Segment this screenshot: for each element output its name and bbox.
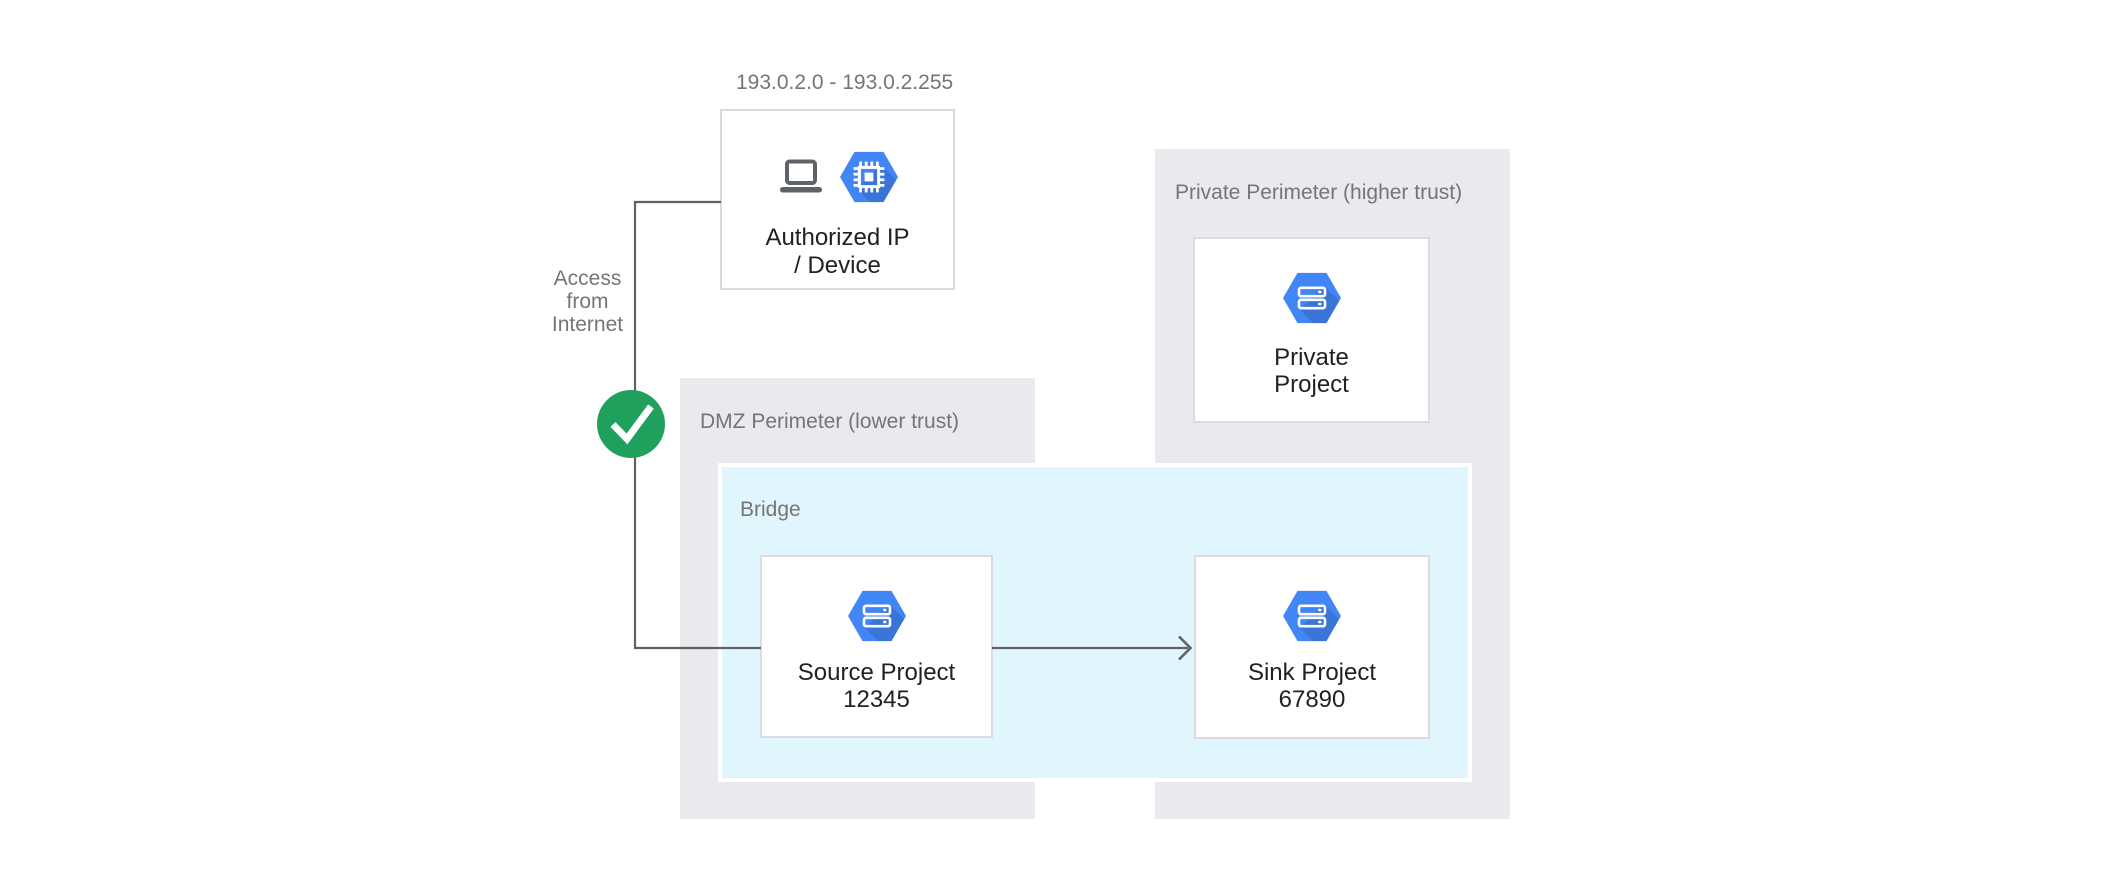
- node-sink-project: Sink Project 67890: [1194, 555, 1430, 739]
- private-node-title: Private Project: [1274, 344, 1349, 398]
- sink-node-title: Sink Project 67890: [1248, 659, 1376, 713]
- source-node-title-line1: Source Project: [797, 659, 956, 686]
- laptop-icon: [779, 159, 822, 193]
- private-node-title-line1: Private: [1274, 344, 1349, 371]
- project-hexagon-icon: [1282, 272, 1341, 324]
- compute-engine-hexagon-icon: [839, 151, 898, 203]
- authorized-node-title: Authorized IP / Device: [765, 224, 909, 280]
- authorized-node-icons: [778, 151, 898, 203]
- sink-node-title-line2: 67890: [1278, 686, 1346, 713]
- source-node-title-line2: 12345: [843, 686, 910, 713]
- node-source-project: Source Project 12345: [760, 555, 993, 738]
- sink-node-title-line1: Sink Project: [1247, 659, 1377, 686]
- bridge-label: Bridge: [740, 498, 801, 521]
- dmz-perimeter-label: DMZ Perimeter (lower trust): [700, 410, 960, 433]
- check-circle-icon: [597, 390, 665, 458]
- source-node-title: Source Project 12345: [798, 659, 955, 713]
- node-private-project: Private Project: [1193, 237, 1430, 423]
- ip-range-label: 193.0.2.0 - 193.0.2.255: [736, 71, 954, 94]
- check-mark-icon: [610, 404, 654, 445]
- node-authorized-ip-device: Authorized IP / Device: [720, 109, 955, 290]
- authorized-node-title-line1: Authorized IP: [765, 224, 910, 251]
- private-node-title-line2: Project: [1274, 371, 1349, 398]
- private-perimeter-label: Private Perimeter (higher trust): [1175, 181, 1463, 204]
- access-from-internet-label: Access from Internet: [551, 267, 624, 336]
- sink-node-icons: [1283, 590, 1341, 642]
- authorized-node-title-line2: / Device: [794, 252, 881, 279]
- project-hexagon-icon: [847, 590, 906, 642]
- source-node-icons: [847, 590, 906, 642]
- project-hexagon-icon: [1283, 590, 1341, 642]
- private-node-icons: [1282, 272, 1341, 324]
